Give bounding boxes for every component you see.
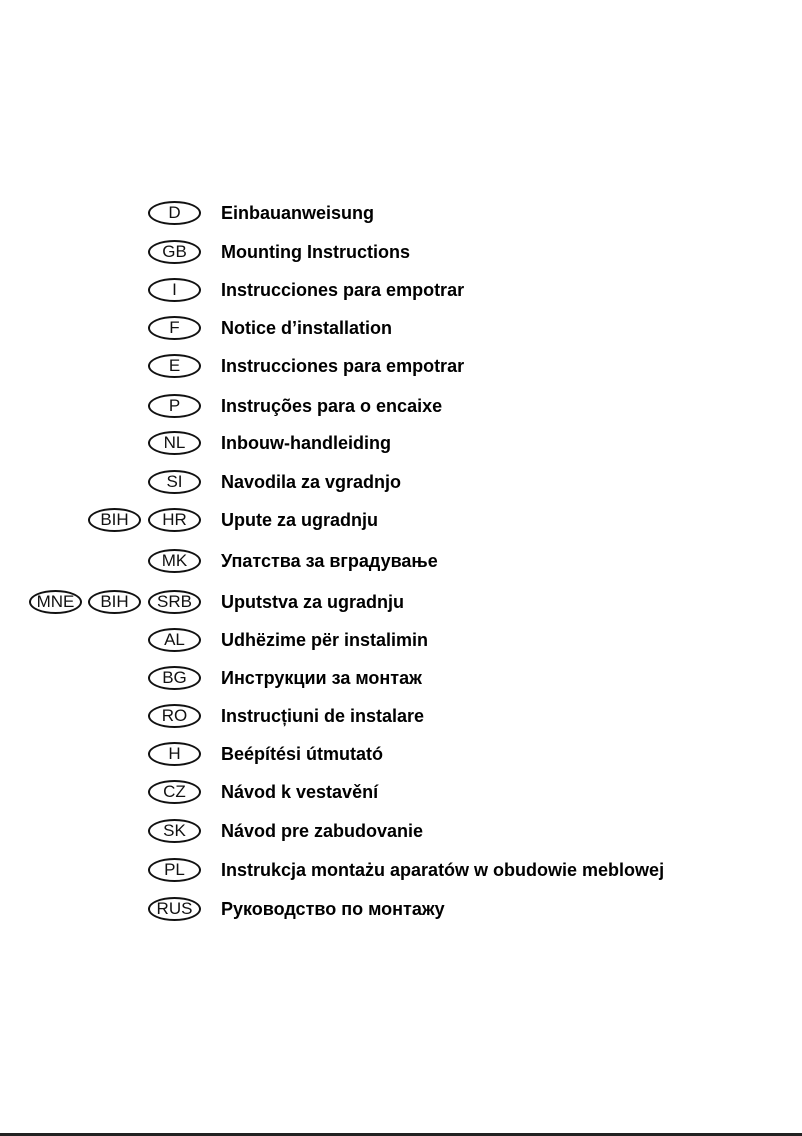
language-row-bg: BG Инструкции за монтаж [0, 665, 802, 695]
language-row-i: I Instrucciones para empotrar [0, 277, 802, 307]
country-code-badge: MNE [29, 590, 82, 614]
language-row-f: F Notice d’installation [0, 315, 802, 345]
country-code-badge: SI [148, 470, 201, 494]
language-title: Návod pre zabudovanie [221, 821, 424, 841]
language-row-cz: CZ Návod k vestavění [0, 779, 802, 809]
country-code-badge: PL [148, 858, 201, 882]
language-row-mk: MK Упатства за вградување [0, 548, 802, 578]
country-code-badge: AL [148, 628, 201, 652]
country-code-badge: CZ [148, 780, 201, 804]
country-code-badge: RO [148, 704, 201, 728]
language-row-ro: RO Instrucțiuni de instalare [0, 703, 802, 733]
language-row-al: AL Udhëzime për instalimin [0, 627, 802, 657]
country-code-badge: RUS [148, 897, 201, 921]
language-title: Návod k vestavění [221, 782, 379, 802]
country-code-badge: D [148, 201, 201, 225]
country-code-badge: GB [148, 240, 201, 264]
language-title: Mounting Instructions [221, 242, 410, 262]
country-code-badge: P [148, 394, 201, 418]
language-row-si: SI Navodila za vgradnjo [0, 469, 802, 499]
language-title: Инструкции за монтаж [221, 668, 422, 688]
country-code-badge: E [148, 354, 201, 378]
language-row-hr: BIH HR Upute za ugradnju [0, 507, 802, 537]
language-title: Instruções para o encaixe [221, 396, 443, 416]
language-title: Instrukcja montażu aparatów w obudowie m… [221, 860, 665, 880]
language-row-sk: SK Návod pre zabudovanie [0, 818, 802, 848]
language-row-rus: RUS Руководство по монтажу [0, 896, 802, 926]
country-code-badge: BG [148, 666, 201, 690]
country-code-badge: SK [148, 819, 201, 843]
language-title: Notice d’installation [221, 318, 393, 338]
country-code-badge: SRB [148, 590, 201, 614]
language-title: Navodila za vgradnjo [221, 472, 402, 492]
country-code-badge: HR [148, 508, 201, 532]
language-row-e: E Instrucciones para empotrar [0, 353, 802, 383]
language-row-srb: MNE BIH SRB Uputstva za ugradnju [0, 589, 802, 619]
language-title: Upute za ugradnju [221, 510, 378, 530]
country-code-badge: I [148, 278, 201, 302]
language-title: Instrucciones para empotrar [221, 280, 465, 300]
country-code-badge: BIH [88, 508, 141, 532]
country-code-badge: NL [148, 431, 201, 455]
language-row-pl: PL Instrukcja montażu aparatów w obudowi… [0, 857, 802, 887]
language-title: Uputstva za ugradnju [221, 592, 405, 612]
language-title: Udhëzime për instalimin [221, 630, 429, 650]
country-code-badge: MK [148, 549, 201, 573]
language-title: Руководство по монтажу [221, 899, 445, 919]
language-title: Instrucțiuni de instalare [221, 706, 425, 726]
country-code-badge: H [148, 742, 201, 766]
country-code-badge: F [148, 316, 201, 340]
language-row-d: D Einbauanweisung [0, 200, 802, 230]
language-row-nl: NL Inbouw-handleiding [0, 430, 802, 460]
language-row-h: H Beépítési útmutató [0, 741, 802, 771]
language-row-p: P Instruções para o encaixe [0, 393, 802, 423]
page-bottom-border [0, 1133, 802, 1136]
language-row-gb: GB Mounting Instructions [0, 239, 802, 269]
language-title: Inbouw-handleiding [221, 433, 391, 453]
language-title: Упатства за вградување [221, 551, 438, 571]
country-code-badge: BIH [88, 590, 141, 614]
language-title: Instrucciones para empotrar [221, 356, 465, 376]
language-title: Einbauanweisung [221, 203, 375, 223]
language-title: Beépítési útmutató [221, 744, 384, 764]
